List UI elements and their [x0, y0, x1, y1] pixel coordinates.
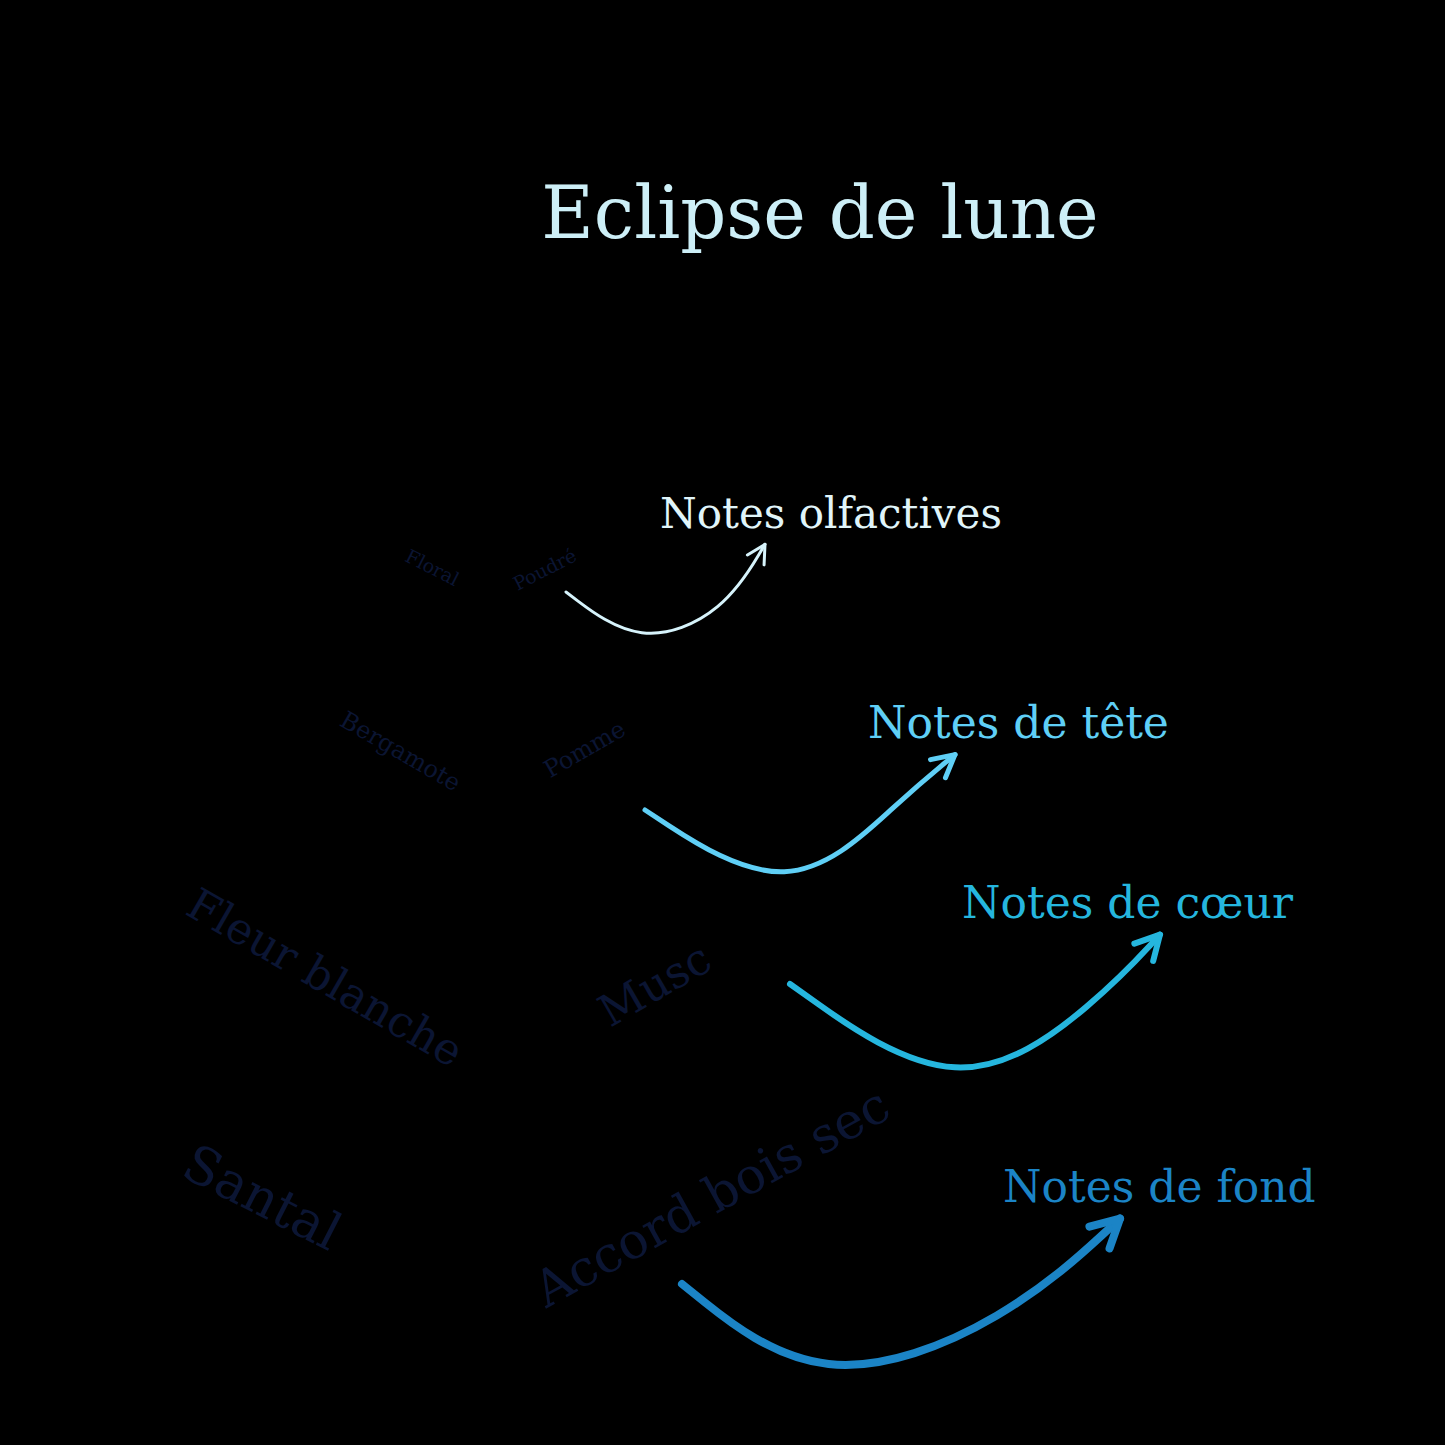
title-box: Eclipse de lune	[420, 172, 1220, 255]
left-face	[125, 838, 487, 1145]
category-label-text: Notes de cœur	[962, 878, 1293, 929]
pyramid-tier: Bergamote Pomme	[247, 560, 726, 885]
tier-shape	[247, 560, 726, 885]
crater	[780, 1240, 800, 1260]
pyramid-tier: Floral Poudré	[370, 447, 603, 617]
crater	[899, 1104, 911, 1116]
left-face	[247, 642, 487, 885]
crater	[1005, 1035, 1015, 1045]
note-name: Bergamote	[335, 707, 465, 798]
crater	[1275, 1005, 1285, 1015]
moon-surface	[228, 130, 1428, 1330]
tier-shadow	[298, 812, 636, 942]
crater	[715, 295, 725, 305]
right-face	[487, 838, 855, 1145]
category-label-text: Notes de fond	[1003, 1162, 1316, 1213]
moon-disc	[228, 130, 1428, 1330]
note-name: Santal	[173, 1133, 350, 1263]
mare	[1280, 480, 1380, 640]
note-name: Accord bois sec	[524, 1077, 899, 1320]
note-name: Musc	[590, 933, 720, 1037]
mare	[1000, 360, 1300, 580]
tier-shadow	[424, 614, 530, 646]
right-face	[487, 642, 726, 885]
arrow-line	[645, 755, 955, 872]
note-category-label: Notes de cœur	[962, 878, 1293, 929]
note-name: Fleur blanche	[178, 879, 472, 1078]
arrow-line	[790, 935, 1160, 1068]
note-category-label: Notes olfactives	[660, 490, 1002, 538]
note-name: Floral	[402, 545, 463, 590]
right-face	[487, 1030, 975, 1380]
pyramid-tier: Fleur blanche Musc	[125, 757, 855, 1145]
arrow-line	[682, 1219, 1120, 1365]
right-face	[487, 447, 603, 617]
diagram-title: Eclipse de lune	[420, 172, 1220, 255]
arrowhead	[931, 755, 955, 778]
left-face	[370, 447, 487, 617]
arrowhead	[1089, 1219, 1120, 1249]
curved-arrow	[790, 935, 1160, 1068]
note-name: Poudré	[510, 545, 581, 595]
moon-texture	[228, 130, 1428, 1330]
note-category-label: Notes de fond	[1003, 1162, 1316, 1213]
arrowhead	[1134, 935, 1160, 961]
mare	[1145, 550, 1325, 830]
note-category-label: Notes de tête	[868, 698, 1169, 749]
left-face	[15, 1030, 487, 1380]
lunar-maria	[550, 360, 1380, 975]
category-label-text: Notes olfactives	[660, 490, 1002, 538]
moon-limb	[228, 130, 1428, 1330]
arrowhead	[747, 544, 765, 565]
crater	[1124, 1144, 1136, 1156]
category-label-text: Notes de tête	[868, 698, 1169, 749]
curved-arrow	[566, 544, 765, 633]
pyramid-tier: Santal Accord bois sec	[15, 940, 975, 1380]
tier-shape	[370, 447, 603, 617]
mare	[660, 630, 780, 750]
curved-arrow	[682, 1219, 1120, 1365]
tier-shadow	[180, 1004, 808, 1182]
note-name: Pomme	[539, 716, 630, 785]
arrow-line	[566, 544, 765, 633]
tier-top	[42, 940, 935, 1235]
curved-arrow	[645, 755, 955, 872]
